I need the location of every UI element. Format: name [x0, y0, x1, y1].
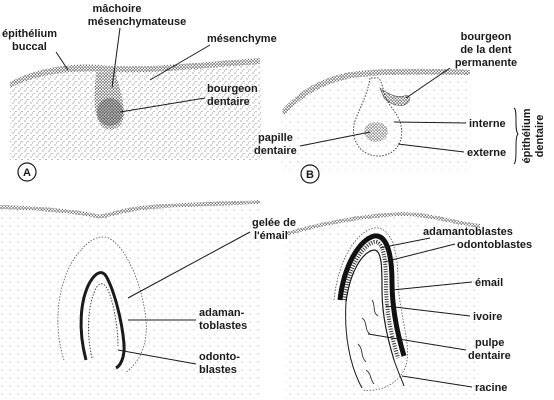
label-ivoire: ivoire	[473, 311, 502, 323]
label-gelee-2: l'émail	[254, 230, 288, 242]
panel-c-tissue	[0, 200, 260, 400]
panel-d-root-line	[345, 301, 405, 389]
panel-c: gelée de l'émail adaman- toblastes odont…	[0, 200, 296, 400]
panel-b-letter: B	[306, 169, 314, 181]
panel-b-papilla	[364, 122, 388, 142]
label-bourgeon-perm-2: de la dent	[460, 44, 512, 56]
label-papille-1: papille	[258, 132, 293, 144]
label-email: émail	[475, 277, 503, 289]
label-odonto-1: odonto-	[199, 351, 240, 363]
label-machoire-1: mâchoire	[93, 3, 142, 15]
label-papille-2: dentaire	[254, 145, 297, 157]
panel-c-odontoblast-layer	[88, 283, 119, 359]
label-machoire-2: mésenchymateuse	[88, 16, 186, 28]
label-pulpe-1: pulpe	[475, 337, 504, 349]
panel-b-permanent-bud	[379, 87, 410, 106]
panel-c-gelee-boundary	[57, 236, 147, 373]
label-interne: interne	[469, 118, 506, 130]
panel-d-epithelium	[286, 212, 480, 236]
panel-a-letter: A	[23, 167, 31, 179]
label-externe: externe	[467, 147, 506, 159]
label-adamantoblastes: adamantoblastes	[423, 226, 513, 238]
panel-d-pulp-vessels	[357, 299, 379, 385]
panel-d-outer-boundary	[333, 227, 408, 391]
panel-a-epithelium	[10, 58, 260, 88]
label-bourgeon-perm-3: permanente	[455, 57, 517, 69]
label-odonto-2: blastes	[199, 364, 237, 376]
panel-b-epithelium	[282, 68, 470, 116]
label-pulpe-2: dentaire	[468, 350, 511, 362]
panel-c-epithelium	[0, 200, 260, 219]
label-racine: racine	[475, 382, 507, 394]
panel-d-enamel	[337, 233, 407, 357]
panel-a-letter-circle	[17, 162, 37, 182]
label-bourgeon-2: dentaire	[207, 96, 250, 108]
panel-b: B bourgeon de la dent permanente papille…	[254, 31, 546, 184]
label-epithelium-buccal-2: buccal	[12, 41, 47, 53]
label-epithelium-buccal-1: épithélium	[2, 28, 57, 40]
label-adaman-1: adaman-	[199, 307, 245, 319]
label-bourgeon-1: bourgeon	[207, 83, 258, 95]
panel-a-bud	[94, 72, 125, 130]
panel-d-adamantoblast-comb	[342, 240, 400, 359]
panel-a: A épithélium buccal mâchoire mésenchymat…	[2, 3, 277, 182]
brace-epithelium-dentaire	[513, 107, 519, 165]
panel-c-tooth-cap	[79, 271, 126, 370]
label-epithelium-dentaire-1: épithélium	[521, 108, 533, 163]
label-mesenchyme: mésenchyme	[207, 33, 277, 45]
label-gelee-1: gelée de	[252, 217, 296, 229]
panel-b-tissue	[282, 68, 470, 170]
panel-d: adamantoblastes odontoblastes émail ivoi…	[286, 212, 532, 400]
label-adaman-2: toblastes	[199, 320, 247, 332]
label-epithelium-dentaire-2: dentaire	[534, 115, 546, 158]
label-odontoblastes: odontoblastes	[457, 239, 532, 251]
panel-b-letter-circle	[300, 164, 320, 184]
panel-b-enamel-organ	[353, 77, 403, 157]
panel-d-ivoire	[345, 249, 395, 361]
label-bourgeon-perm-1: bourgeon	[461, 31, 512, 43]
